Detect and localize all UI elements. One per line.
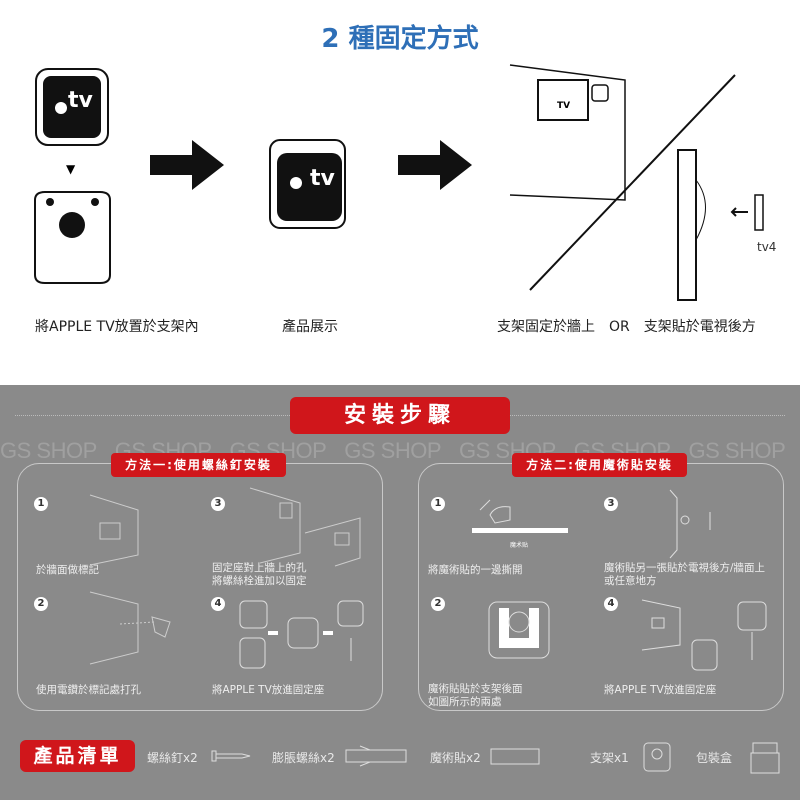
down-arrow-icon: ▼ [66,162,76,176]
step-number: 3 [211,497,225,511]
step-number: 3 [604,497,618,511]
caption-mount-options: 支架固定於牆上 OR 支架貼於電視後方 [497,319,756,335]
step-number: 1 [34,497,48,511]
velcro-bracket-illustration [488,601,550,659]
step-text: 將魔術貼的一邊撕開 [428,564,523,576]
divider [510,415,785,416]
velcro-tv-illustration [669,489,711,559]
step-number: 4 [604,597,618,611]
method2-label: 方法二:使用魔術貼安裝 [512,453,687,477]
peel-velcro-illustration [472,499,568,533]
velcro-label: 魔术贴 [510,542,529,549]
install-steps-banner: 安裝步驟 [290,397,510,434]
item-screws: 螺絲釘x2 [147,751,198,765]
arrow-right-icon [150,140,224,190]
step-number: 2 [34,597,48,611]
arrow-right-icon [398,140,472,190]
step-text: 魔術貼另一張貼於電視後方/牆面上 或任意地方 [604,562,766,587]
caption-place-in-bracket: 將APPLE TV放置於支架內 [35,319,199,335]
box-icon [750,742,780,774]
product-list-label: 產品清單 [20,740,135,772]
page-title: 2 種固定方式 [321,24,479,54]
method1-label: 方法一:使用螺絲釘安裝 [111,453,286,477]
wall-anchor-icon [345,745,407,767]
insert-apple-tv-illustration [641,599,767,671]
apple-tv-logo: tv [68,88,93,113]
tv4-label: tv4 [757,240,777,254]
apple-tv-logo: tv [310,166,335,191]
bracket-icon [643,742,671,772]
step-text: 於牆面做標記 [36,564,99,576]
screw-bracket-illustration [249,487,361,567]
wall-mount-illustration [509,64,764,301]
product-display-illustration [269,139,346,229]
drill-illustration [90,592,171,665]
step-number: 2 [431,597,445,611]
step-number: 1 [431,497,445,511]
item-bracket: 支架x1 [590,751,629,765]
apple-tv-device-illustration [35,68,109,146]
bracket-illustration [34,191,111,284]
tv-label: TV [557,101,571,111]
item-velcro: 魔術貼x2 [430,751,481,765]
wall-mark-illustration [89,494,139,566]
item-anchors: 膨脹螺絲x2 [272,751,335,765]
velcro-icon [490,748,540,765]
divider [15,415,290,416]
step-text: 固定座對上牆上的孔 將螺絲栓進加以固定 [212,562,307,587]
caption-product-display: 產品展示 [282,319,338,335]
step-text: 使用電鑽於標記處打孔 [36,684,141,696]
step-text: 魔術貼貼於支架後面 如圖所示的兩處 [428,683,523,708]
step-number: 4 [211,597,225,611]
item-box: 包裝盒 [696,751,733,765]
step-text: 將APPLE TV放進固定座 [604,684,717,696]
insert-apple-tv-illustration [239,600,364,669]
step-text: 將APPLE TV放進固定座 [212,684,325,696]
screw-icon [211,750,251,762]
